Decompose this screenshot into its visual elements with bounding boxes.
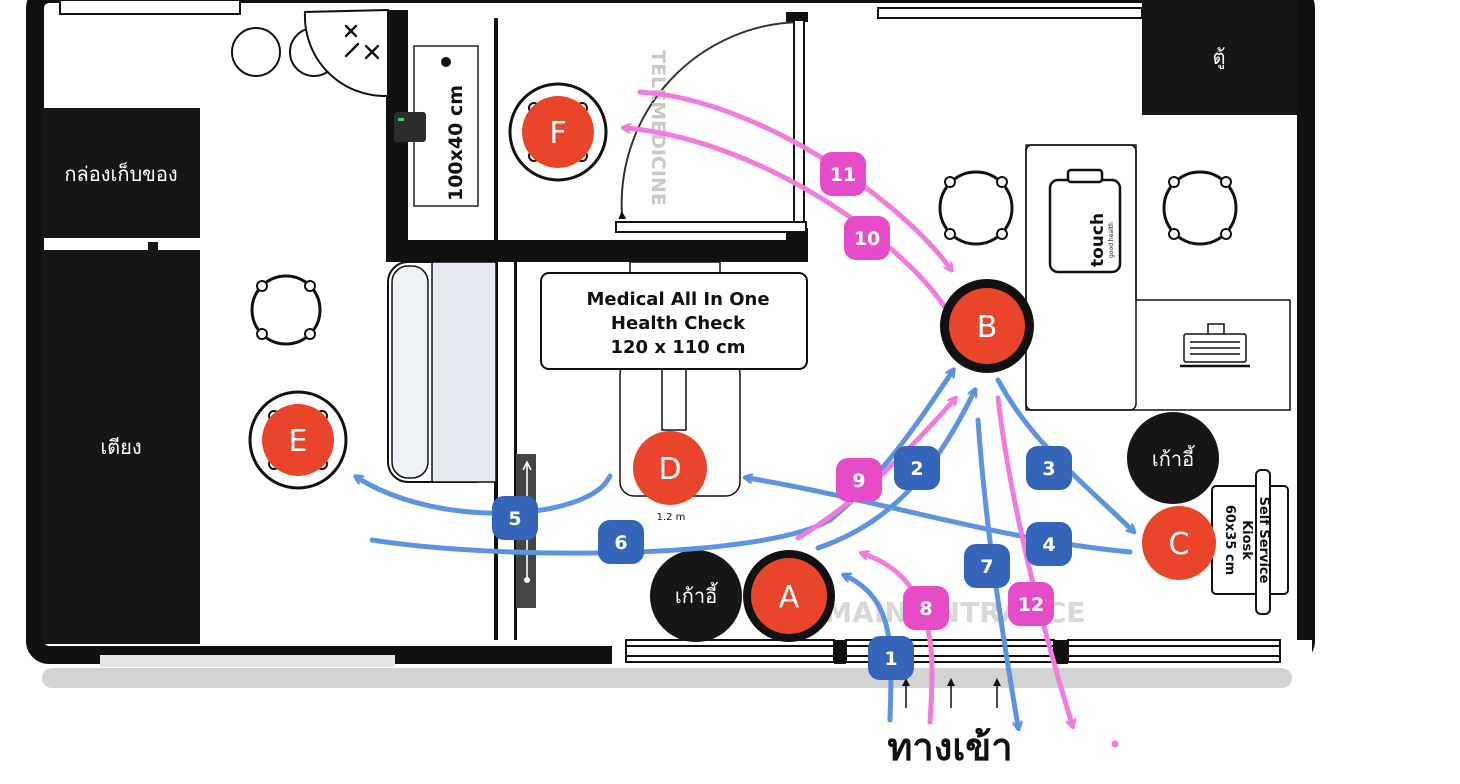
step-badge-3: 3	[1026, 446, 1072, 490]
svg-text:60x35 cm: 60x35 cm	[1222, 505, 1237, 575]
stool-top-right-a	[938, 170, 1014, 246]
chair-left-label: เก้าอี้	[675, 582, 718, 608]
entrance-arrows	[902, 678, 1001, 708]
chair-left	[650, 550, 742, 642]
svg-text:good health: good health	[1108, 222, 1115, 258]
touch-device-icon: touch good health	[1048, 168, 1122, 274]
floor-shadow	[42, 668, 1292, 688]
svg-text:D: D	[658, 452, 681, 487]
bed-label: เตียง	[100, 435, 141, 459]
desk-size-label: 100x40 cm	[445, 85, 467, 201]
step-badge-2: 2	[894, 446, 940, 490]
station-F: F	[508, 82, 608, 182]
svg-text:3: 3	[1042, 458, 1055, 480]
cabinet	[1142, 0, 1297, 115]
svg-text:5: 5	[508, 508, 521, 530]
station-C: C	[1142, 506, 1216, 580]
step-badge-8: 8	[903, 586, 949, 630]
chair-right-label: เก้าอี้	[1152, 445, 1195, 471]
step-badge-10: 10	[844, 216, 890, 260]
svg-text:B: B	[977, 310, 998, 345]
laptop-icon	[1180, 323, 1250, 368]
step-badge-4: 4	[1026, 522, 1072, 566]
step-badge-7: 7	[964, 544, 1010, 588]
medical-line3: 120 x 110 cm	[611, 337, 746, 358]
step-badge-9: 9	[836, 458, 882, 502]
svg-text:E: E	[289, 424, 308, 459]
svg-text:11: 11	[830, 164, 856, 186]
svg-text:Kiosk: Kiosk	[1239, 520, 1254, 560]
station-A: A	[743, 550, 835, 642]
bed	[42, 250, 200, 644]
svg-text:touch: touch	[1088, 213, 1108, 267]
medical-line1: Medical All In One	[586, 289, 769, 310]
svg-text:4: 4	[1042, 534, 1055, 556]
svg-text:F: F	[549, 116, 566, 151]
station-E: E	[248, 390, 348, 490]
chair-right	[1127, 412, 1219, 504]
svg-text:10: 10	[854, 228, 880, 250]
svg-text:A: A	[779, 580, 800, 615]
storage-box	[42, 108, 200, 238]
svg-text:6: 6	[614, 532, 627, 554]
self-service-kiosk: Self Service Kiosk 60x35 cm	[1211, 469, 1289, 615]
svg-text:Self Service: Self Service	[1256, 497, 1271, 584]
distance-label: 1.2 m	[657, 512, 686, 523]
medical-line2: Health Check	[611, 313, 746, 334]
cabinet-label: ตู้	[1213, 45, 1226, 70]
station-D: D	[633, 431, 707, 505]
entrance-label: ทางเข้า	[887, 725, 1012, 769]
step-badge-11: 11	[820, 152, 866, 196]
storage-box-label: กล่องเก็บของ	[64, 161, 177, 186]
entrance-windows	[625, 639, 1281, 663]
step-badge-1: 1	[868, 636, 914, 680]
step-badge-5: 5	[492, 496, 538, 540]
pink-flow-arrows	[626, 89, 1072, 724]
stool-top-right-b	[1162, 170, 1238, 246]
telemedicine-label: TELEMEDICINE	[647, 50, 669, 206]
stool-left	[250, 274, 322, 346]
step-badge-12: 12	[1008, 582, 1054, 626]
sofa	[387, 261, 497, 483]
station-B: B	[940, 279, 1034, 373]
svg-text:2: 2	[910, 458, 923, 480]
svg-text:8: 8	[919, 598, 932, 620]
step-badge-6: 6	[598, 520, 644, 564]
tool-icon	[344, 24, 380, 60]
svg-text:9: 9	[852, 470, 865, 492]
printer-icon	[394, 112, 426, 142]
svg-text:7: 7	[980, 556, 993, 578]
medical-all-in-one	[540, 272, 808, 370]
svg-text:12: 12	[1018, 594, 1044, 616]
svg-text:1: 1	[884, 648, 897, 670]
svg-text:C: C	[1169, 527, 1190, 562]
